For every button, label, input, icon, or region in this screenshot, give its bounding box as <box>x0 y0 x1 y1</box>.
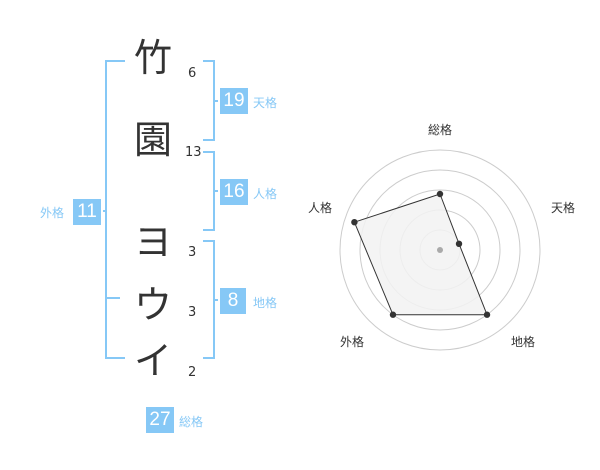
radar-point-2 <box>455 240 463 248</box>
radar-area <box>353 193 488 316</box>
stroke-count-3: 3 <box>188 245 197 260</box>
radar-point-4 <box>389 311 397 318</box>
chikaku-value: 8 <box>220 288 246 314</box>
jinkaku-label: 人格 <box>253 187 278 201</box>
gaikaku-label: 外格 <box>40 206 65 220</box>
radar-point-5 <box>351 218 358 226</box>
radar-point-3 <box>483 311 491 318</box>
radar-grid-ring <box>359 169 521 331</box>
stroke-count-4: 3 <box>188 305 197 320</box>
radar-grid-ring <box>339 149 541 351</box>
name-char-2: 園 <box>133 118 172 162</box>
radar-axis-label-jinkaku: 人格 <box>308 201 333 215</box>
radar-axis-label-tenkaku: 天格 <box>551 201 576 215</box>
soukaku-label: 総格 <box>179 415 204 429</box>
tenkaku-bracket <box>203 60 218 141</box>
radar-point-1 <box>436 190 444 198</box>
radar-axis-label-soukaku: 総格 <box>428 123 453 137</box>
stroke-count-2: 13 <box>185 145 202 160</box>
jinkaku-value: 16 <box>220 179 248 205</box>
gaikaku-bracket <box>105 60 125 359</box>
tenkaku-label: 天格 <box>253 96 278 110</box>
name-char-1: 竹 <box>133 36 172 80</box>
name-char-4: ウ <box>133 283 172 327</box>
chikaku-label: 地格 <box>253 296 278 310</box>
name-char-3: ヨ <box>133 220 172 264</box>
soukaku-value: 27 <box>146 407 174 433</box>
radar-center-point <box>437 247 443 253</box>
radar-axis-label-gaikaku: 外格 <box>340 335 365 349</box>
gaikaku-value: 11 <box>73 199 101 225</box>
name-char-5: イ <box>133 339 172 383</box>
stroke-count-5: 2 <box>188 365 197 380</box>
chikaku-bracket <box>203 240 218 359</box>
radar-axis-label-chikaku: 地格 <box>511 335 536 349</box>
stroke-count-1: 6 <box>188 66 197 81</box>
tenkaku-value: 19 <box>220 88 248 114</box>
jinkaku-bracket <box>203 151 218 231</box>
